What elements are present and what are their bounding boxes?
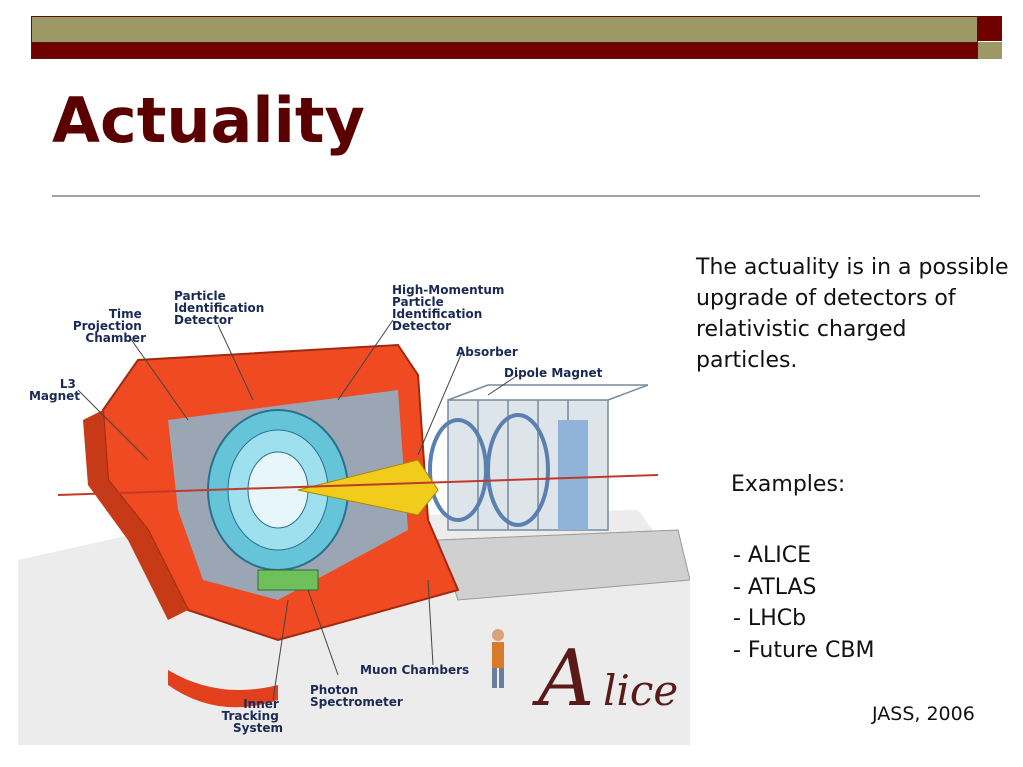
title-divider — [52, 195, 980, 197]
example-item: - ALICE — [733, 543, 811, 568]
examples-list: - ALICE - ATLAS - LHCb - Future CBM — [733, 540, 874, 666]
example-item: - LHCb — [733, 606, 807, 631]
label-hmpid: High-Momentum Particle Identification De… — [392, 283, 509, 333]
label-dipole: Dipole Magnet — [504, 366, 603, 380]
example-item: - Future CBM — [733, 637, 875, 663]
slide-description: The actuality is in a possible upgrade o… — [696, 255, 1009, 373]
header-olive-bar — [31, 16, 978, 42]
corner-square-maroon — [978, 16, 1002, 41]
svg-text:lice: lice — [603, 666, 678, 715]
example-item: - ATLAS — [733, 574, 817, 600]
label-absorber: Absorber — [456, 345, 518, 359]
svg-text:A: A — [532, 634, 594, 724]
label-its: Inner Tracking System — [222, 697, 283, 735]
alice-detector-figure: A lice Time Projection Chamber Particle … — [18, 280, 691, 745]
slide-footer: JASS, 2006 — [872, 703, 975, 725]
label-pid: Particle Identification Detector — [174, 289, 269, 327]
corner-square-olive — [978, 42, 1002, 59]
detector-illustration: A lice Time Projection Chamber Particle … — [18, 283, 691, 745]
label-l3: L3 Magnet — [29, 377, 80, 403]
alice-logo: A lice — [532, 634, 678, 724]
slide-title: Actuality — [52, 84, 365, 157]
examples-label: Examples: — [731, 472, 846, 497]
label-photon: Photon Spectrometer — [310, 683, 403, 709]
person-figure — [492, 629, 504, 688]
label-muon: Muon Chambers — [360, 663, 469, 677]
header-maroon-bar — [31, 42, 978, 59]
label-tpc: Time Projection Chamber — [73, 307, 146, 345]
